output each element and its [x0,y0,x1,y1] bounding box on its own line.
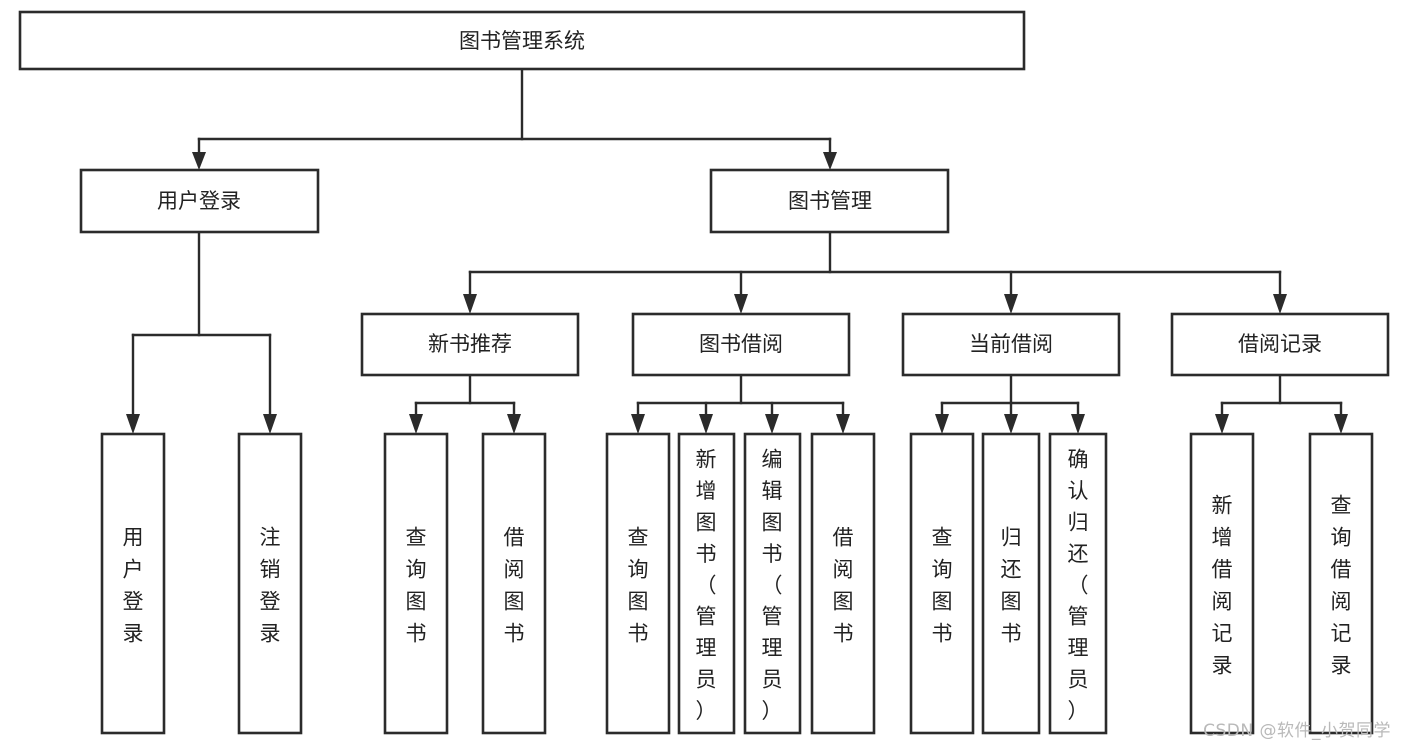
arrow-head-leaf-logout-login [263,414,277,434]
connector-group-root [192,67,837,170]
node-leaf-add-book[interactable]: 新增图书（管理员） [677,432,736,735]
node-leaf-borrow-book-1-label: 借阅图书 [504,525,525,645]
node-root-box[interactable] [18,10,1026,71]
arrow-head-leaf-query-book-1 [409,414,423,434]
arrow-head-leaf-borrow-book-1 [507,414,521,434]
node-leaf-query-book-3-label: 查询图书 [932,525,953,645]
node-borrow-record[interactable]: 借阅记录 [1170,312,1390,377]
arrow-head-leaf-borrow-book-2 [836,414,850,434]
node-leaf-edit-book[interactable]: 编辑图书（管理员） [743,432,802,735]
node-leaf-query-book-2[interactable]: 查询图书 [605,432,671,735]
node-book-manage-box[interactable] [709,168,950,234]
node-leaf-query-book-3[interactable]: 查询图书 [909,432,975,735]
node-book-manage[interactable]: 图书管理 [709,168,950,234]
arrow-head-leaf-add-record [1215,414,1229,434]
node-leaf-query-book-1[interactable]: 查询图书 [383,432,449,735]
node-leaf-user-login-label: 用户登录 [123,525,144,645]
node-book-borrow-box[interactable] [631,312,851,377]
arrow-head-leaf-query-book-2 [631,414,645,434]
arrow-head-book-borrow [734,294,748,314]
connector-group-user-login [126,230,277,434]
node-leaf-user-login-box[interactable] [100,432,166,735]
node-leaf-add-record-label: 新增借阅记录 [1212,493,1233,677]
node-root-label: 图书管理系统 [459,29,585,53]
node-leaf-add-record[interactable]: 新增借阅记录 [1189,432,1255,735]
node-leaf-query-book-3-box[interactable] [909,432,975,735]
connector-group-current-borrow [935,373,1085,434]
node-leaf-borrow-book-2-label: 借阅图书 [833,525,854,645]
node-leaf-query-book-1-box[interactable] [383,432,449,735]
arrow-head-borrow-record [1273,294,1287,314]
node-leaf-add-book-label: 新增图书（管理员） [696,448,717,724]
node-leaf-logout-login-label: 注销登录 [260,525,281,645]
watermark-label: CSDN @软件_小贺同学 [1203,721,1391,741]
node-leaf-edit-book-box[interactable] [743,432,802,735]
node-leaf-borrow-book-1[interactable]: 借阅图书 [481,432,547,735]
arrow-head-leaf-query-book-3 [935,414,949,434]
node-user-login[interactable]: 用户登录 [79,168,320,234]
node-new-book-rec-box[interactable] [360,312,580,377]
arrow-head-new-book-rec [463,294,477,314]
arrow-head-leaf-edit-book [765,414,779,434]
node-leaf-confirm-return[interactable]: 确认归还（管理员） [1048,432,1108,735]
node-leaf-query-book-2-label: 查询图书 [628,525,649,645]
node-leaf-query-record-label: 查询借阅记录 [1331,493,1352,677]
node-borrow-record-box[interactable] [1170,312,1390,377]
node-current-borrow-box[interactable] [901,312,1121,377]
node-book-manage-label: 图书管理 [788,189,872,213]
node-current-borrow-label: 当前借阅 [969,332,1053,356]
arrow-head-leaf-confirm-return [1071,414,1085,434]
arrow-head-leaf-add-book [699,414,713,434]
node-leaf-edit-book-label: 编辑图书（管理员） [762,448,783,724]
connector-group-borrow-record [1215,373,1348,434]
node-new-book-rec-label: 新书推荐 [428,332,512,356]
node-current-borrow[interactable]: 当前借阅 [901,312,1121,377]
node-user-login-box[interactable] [79,168,320,234]
node-root[interactable]: 图书管理系统 [18,10,1026,71]
node-leaf-add-record-box[interactable] [1189,432,1255,735]
arrow-head-user-login [192,152,206,170]
arrow-head-book-manage [823,152,837,170]
node-leaf-query-record-box[interactable] [1308,432,1374,735]
node-leaf-user-login[interactable]: 用户登录 [100,432,166,735]
arrow-head-leaf-user-login [126,414,140,434]
node-book-borrow-label: 图书借阅 [699,332,783,356]
node-leaf-add-book-box[interactable] [677,432,736,735]
node-leaf-confirm-return-box[interactable] [1048,432,1108,735]
node-leaf-logout-login-box[interactable] [237,432,303,735]
connector-group-new-book-rec [409,373,521,434]
node-leaf-query-book-2-box[interactable] [605,432,671,735]
node-new-book-rec[interactable]: 新书推荐 [360,312,580,377]
arrow-head-leaf-return-book [1004,414,1018,434]
arrow-head-current-borrow [1004,294,1018,314]
node-leaf-return-book[interactable]: 归还图书 [981,432,1041,735]
node-book-borrow[interactable]: 图书借阅 [631,312,851,377]
connector-group-book-manage [463,230,1287,314]
node-leaf-borrow-book-1-box[interactable] [481,432,547,735]
node-leaf-borrow-book-2[interactable]: 借阅图书 [810,432,876,735]
connector-group-book-borrow [631,373,850,434]
node-leaf-borrow-book-2-box[interactable] [810,432,876,735]
node-leaf-query-record[interactable]: 查询借阅记录 [1308,432,1374,735]
node-leaf-logout-login[interactable]: 注销登录 [237,432,303,735]
node-leaf-return-book-box[interactable] [981,432,1041,735]
node-leaf-query-book-1-label: 查询图书 [406,525,427,645]
node-user-login-label: 用户登录 [157,189,241,213]
arrow-head-leaf-query-record [1334,414,1348,434]
node-borrow-record-label: 借阅记录 [1238,332,1322,356]
node-leaf-return-book-label: 归还图书 [1001,525,1022,645]
node-leaf-confirm-return-label: 确认归还（管理员） [1068,448,1089,724]
